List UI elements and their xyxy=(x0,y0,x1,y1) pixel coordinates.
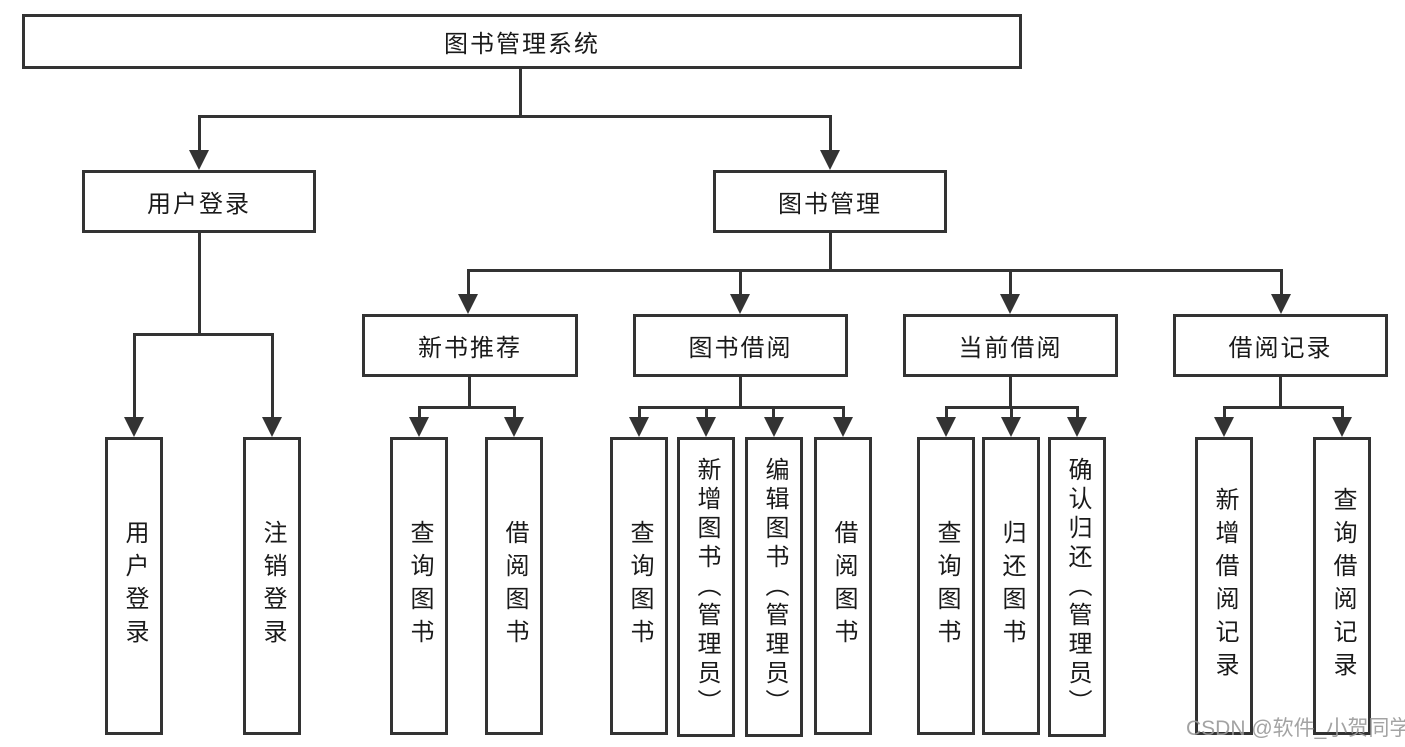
node-label: 新书推荐 xyxy=(418,335,522,362)
arrowhead-book-management xyxy=(820,150,840,170)
node-borrowing-records: 借阅记录 xyxy=(1173,314,1388,377)
node-book-management: 图书管理 xyxy=(713,170,947,233)
leaf-query-books-current: 查询图书 xyxy=(917,437,975,735)
arrowhead-leaf xyxy=(936,417,956,437)
node-current-borrowing: 当前借阅 xyxy=(903,314,1118,377)
arrowhead-leaf xyxy=(1332,417,1352,437)
connector-drop-leaf-user-login xyxy=(133,333,136,419)
arrowhead-leaf xyxy=(764,417,784,437)
leaf-borrow-books-borrowing: 借阅图书 xyxy=(814,437,872,735)
node-label: 当前借阅 xyxy=(958,335,1063,362)
arrowhead-borrowing-records xyxy=(1271,294,1291,314)
arrowhead-leaf xyxy=(409,417,429,437)
connector-book-borrowing-stem xyxy=(739,377,742,409)
leaf-borrow-books-recommendation: 借阅图书 xyxy=(485,437,543,735)
leaf-query-borrow-record: 查询借阅记录 xyxy=(1313,437,1371,735)
leaf-label: 借阅图书 xyxy=(501,520,528,652)
connector-root-hline xyxy=(198,115,832,118)
leaf-label: 新增借阅记录 xyxy=(1211,487,1238,685)
leaf-add-books-admin: 新增图书（管理员） xyxy=(677,437,735,737)
leaf-label: 查询图书 xyxy=(626,520,653,652)
connector-drop xyxy=(638,406,641,420)
arrowhead-leaf xyxy=(629,417,649,437)
csdn-watermark: CSDN @软件_小贺同学 xyxy=(1186,717,1405,740)
connector-drop-new-book xyxy=(467,269,470,296)
node-library-management-system: 图书管理系统 xyxy=(22,14,1022,69)
leaf-label: 归还图书 xyxy=(998,520,1025,652)
connector-user-login-hline xyxy=(133,333,274,336)
connector-new-book-hline xyxy=(418,406,516,409)
arrowhead-current-borrowing xyxy=(1000,294,1020,314)
node-label: 借阅记录 xyxy=(1228,335,1333,362)
connector-borrowing-records-stem xyxy=(1279,377,1282,409)
node-new-book-recommendation: 新书推荐 xyxy=(362,314,578,377)
arrowhead-new-book xyxy=(458,294,478,314)
node-label: 图书管理系统 xyxy=(444,31,600,58)
connector-book-management-hline xyxy=(467,269,1283,272)
leaf-label: 查询图书 xyxy=(933,520,960,652)
connector-book-borrowing-hline xyxy=(638,406,845,409)
leaf-label: 用户登录 xyxy=(121,520,148,652)
connector-book-management-stem xyxy=(829,233,832,272)
arrowhead-leaf-user-login xyxy=(124,417,144,437)
arrowhead-user-login xyxy=(189,150,209,170)
leaf-query-books-borrowing: 查询图书 xyxy=(610,437,668,735)
node-user-login: 用户登录 xyxy=(82,170,316,233)
arrowhead-leaf xyxy=(696,417,716,437)
node-label: 图书借阅 xyxy=(688,335,793,362)
node-label: 图书管理 xyxy=(778,191,882,218)
connector-current-borrowing-stem xyxy=(1009,377,1012,409)
connector-drop-current-borrowing xyxy=(1009,269,1012,296)
connector-drop xyxy=(842,406,845,420)
connector-drop xyxy=(1010,406,1013,420)
connector-drop-book-borrowing xyxy=(739,269,742,296)
arrowhead-leaf xyxy=(833,417,853,437)
arrowhead-leaf xyxy=(1214,417,1234,437)
connector-drop xyxy=(513,406,516,420)
leaf-label: 编辑图书（管理员） xyxy=(761,456,788,718)
leaf-user-login: 用户登录 xyxy=(105,437,163,735)
connector-borrowing-records-hline xyxy=(1223,406,1344,409)
connector-drop-borrowing-records xyxy=(1280,269,1283,296)
leaf-label: 注销登录 xyxy=(259,520,286,652)
arrowhead-book-borrowing xyxy=(730,294,750,314)
leaf-query-books-recommendation: 查询图书 xyxy=(390,437,448,735)
node-book-borrowing: 图书借阅 xyxy=(633,314,848,377)
connector-drop xyxy=(945,406,948,420)
connector-drop xyxy=(418,406,421,420)
arrowhead-leaf xyxy=(504,417,524,437)
leaf-edit-books-admin: 编辑图书（管理员） xyxy=(745,437,803,737)
arrowhead-leaf-logout xyxy=(262,417,282,437)
leaf-label: 查询图书 xyxy=(406,520,433,652)
leaf-confirm-return-admin: 确认归还（管理员） xyxy=(1048,437,1106,737)
connector-new-book-stem xyxy=(468,377,471,409)
leaf-add-borrow-record: 新增借阅记录 xyxy=(1195,437,1253,735)
leaf-return-books: 归还图书 xyxy=(982,437,1040,735)
connector-drop xyxy=(705,406,708,420)
connector-root-stem xyxy=(519,68,522,118)
leaf-label: 查询借阅记录 xyxy=(1329,487,1356,685)
arrowhead-leaf xyxy=(1067,417,1087,437)
connector-drop xyxy=(1076,406,1079,420)
node-label: 用户登录 xyxy=(147,191,251,218)
connector-drop xyxy=(1223,406,1226,420)
leaf-label: 新增图书（管理员） xyxy=(693,456,720,718)
connector-user-login-stem xyxy=(198,233,201,336)
leaf-logout: 注销登录 xyxy=(243,437,301,735)
leaf-label: 确认归还（管理员） xyxy=(1064,456,1091,718)
connector-drop-book-management xyxy=(829,115,832,153)
connector-drop xyxy=(772,406,775,420)
leaf-label: 借阅图书 xyxy=(830,520,857,652)
connector-drop-user-login xyxy=(198,115,201,153)
arrowhead-leaf xyxy=(1001,417,1021,437)
connector-drop-leaf-logout xyxy=(271,333,274,419)
connector-drop xyxy=(1341,406,1344,420)
